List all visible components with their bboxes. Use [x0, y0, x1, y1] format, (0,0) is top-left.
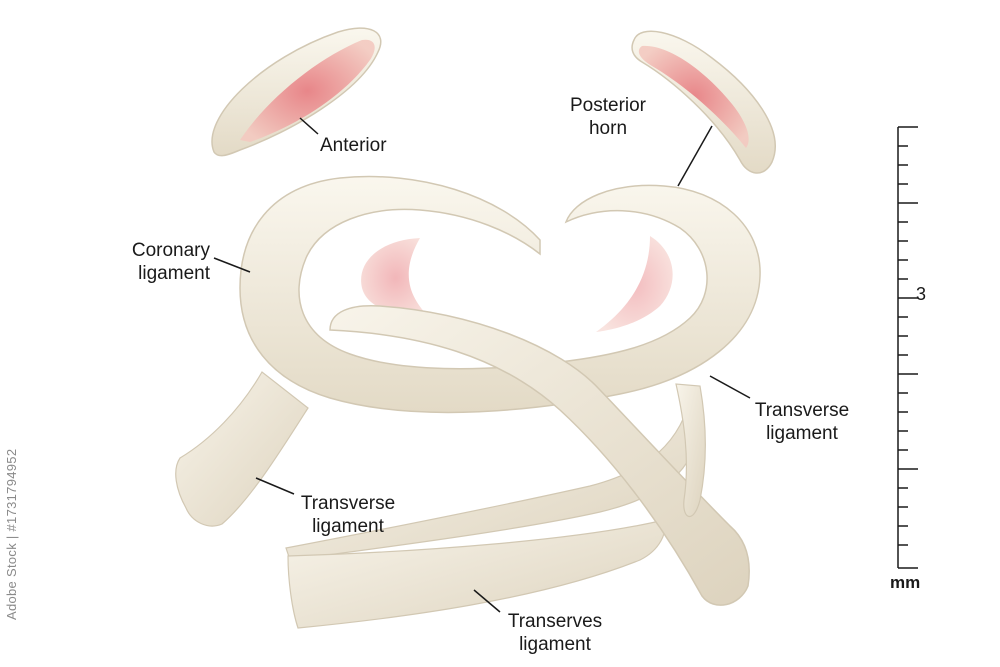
label-posterior-horn: Posterior horn [556, 94, 660, 140]
label-anterior-text: Anterior [320, 135, 387, 156]
leader-transerves [473, 589, 501, 613]
label-transerves-ligament: Transerves ligament [502, 610, 608, 656]
label-transerves-line1: Transerves [507, 611, 603, 632]
meniscus-body [239, 175, 761, 414]
label-transverse-ligament-left: Transverse ligament [296, 492, 400, 538]
label-coronary-ligament: Coronary ligament [110, 239, 210, 285]
label-posterior-line2: horn [588, 118, 628, 139]
scale-bar [897, 126, 918, 569]
label-transverse-left-line2: ligament [312, 516, 384, 537]
label-transverse-right-line1: Transverse [754, 400, 850, 421]
label-coronary-line2: ligament [138, 263, 210, 284]
leader-coronary [213, 257, 251, 273]
label-transverse-left-line1: Transverse [300, 493, 396, 514]
posterior-horn [631, 30, 776, 174]
transverse-band-upper [329, 304, 750, 606]
transverse-band-lower [285, 397, 701, 629]
label-anterior: Anterior [320, 134, 387, 157]
transverse-band-right [675, 383, 706, 518]
leader-transverse-left [255, 477, 295, 495]
scale-bar-number: 3 [916, 284, 927, 304]
scale-bar-unit: mm [890, 573, 921, 592]
label-transverse-ligament-right: Transverse ligament [750, 399, 854, 445]
label-transerves-line2: ligament [519, 634, 591, 655]
label-transverse-right-line2: ligament [766, 423, 838, 444]
transverse-band-left [175, 371, 309, 527]
stock-id-watermark: Adobe Stock | #1731794952 [4, 448, 19, 620]
leader-lines [213, 117, 751, 613]
label-coronary-line1: Coronary [131, 240, 210, 261]
label-posterior-line1: Posterior [569, 95, 647, 116]
leader-anterior [299, 117, 319, 135]
leader-posterior-horn [677, 125, 713, 187]
leader-transverse-right [709, 375, 751, 399]
anterior-horn [211, 27, 382, 157]
